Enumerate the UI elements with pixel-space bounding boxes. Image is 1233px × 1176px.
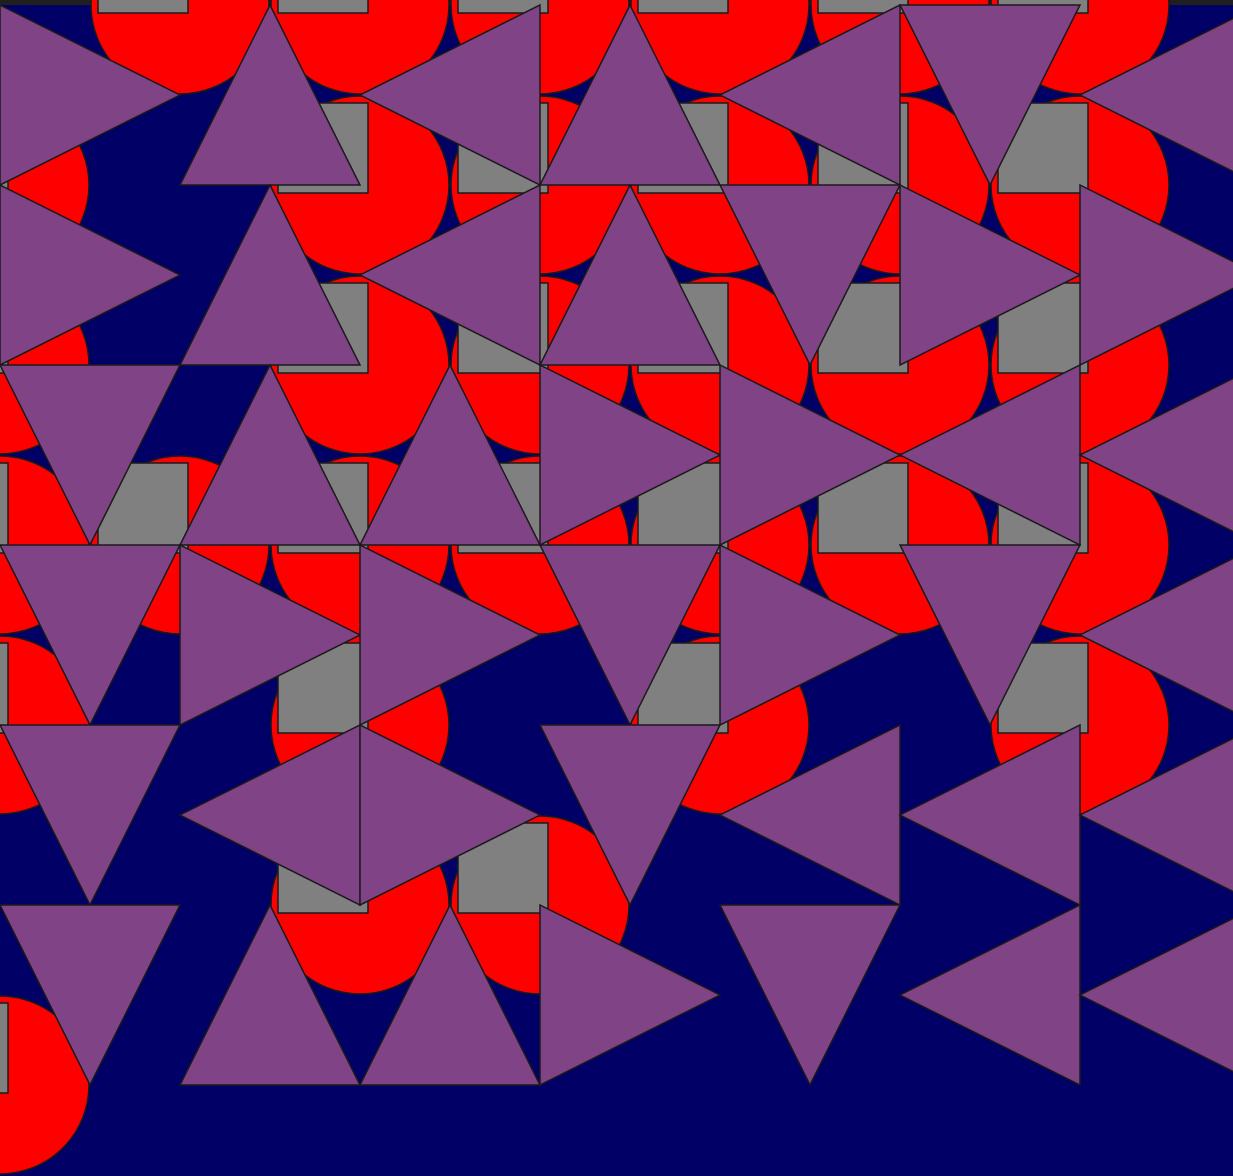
triangle-shape xyxy=(0,184,182,366)
triangle-shape xyxy=(358,363,542,546)
square-shape xyxy=(637,0,729,14)
triangle-shape xyxy=(358,183,541,367)
triangle-shape xyxy=(1078,17,1233,173)
triangle-shape xyxy=(538,183,722,366)
triangle-shape xyxy=(539,363,722,547)
square-shape xyxy=(0,642,9,734)
triangle-shape xyxy=(719,543,902,727)
triangle-shape xyxy=(1078,557,1233,713)
triangle-shape xyxy=(0,544,182,727)
circle-shape xyxy=(90,0,270,95)
triangle-shape xyxy=(178,903,362,1086)
triangle-shape xyxy=(718,904,902,1087)
triangle-shape xyxy=(0,904,182,1087)
square-shape xyxy=(0,1002,9,1094)
triangle-shape xyxy=(178,363,362,546)
triangle-shape xyxy=(179,543,362,727)
triangle-shape xyxy=(718,184,902,367)
triangle-shape xyxy=(898,544,1082,727)
triangle-shape xyxy=(358,3,541,187)
square-shape xyxy=(0,462,9,554)
triangle-shape xyxy=(899,183,1082,367)
triangle-shape xyxy=(1078,737,1233,893)
triangle-shape xyxy=(359,723,542,907)
triangle-shape xyxy=(0,724,182,907)
triangle-shape xyxy=(0,364,182,547)
triangle-shape xyxy=(1078,377,1233,533)
triangle-shape xyxy=(538,724,722,907)
square-shape xyxy=(277,0,369,14)
circle-shape xyxy=(270,0,450,95)
triangle-shape xyxy=(898,4,1082,187)
square-shape xyxy=(97,0,189,14)
triangle-shape xyxy=(359,543,542,727)
triangle-shape xyxy=(358,903,542,1086)
triangle-shape xyxy=(539,903,722,1087)
triangle-shape xyxy=(538,544,722,727)
triangle-shape xyxy=(1079,183,1233,367)
triangle-layer xyxy=(0,3,1233,1087)
circle-shape xyxy=(0,995,90,1175)
triangle-shape xyxy=(0,4,182,186)
circle-shape xyxy=(630,0,810,95)
square-shape xyxy=(817,0,909,14)
square-shape xyxy=(457,0,549,14)
triangle-shape xyxy=(718,3,901,187)
triangle-shape xyxy=(1078,917,1233,1073)
triangle-shape xyxy=(719,363,902,547)
